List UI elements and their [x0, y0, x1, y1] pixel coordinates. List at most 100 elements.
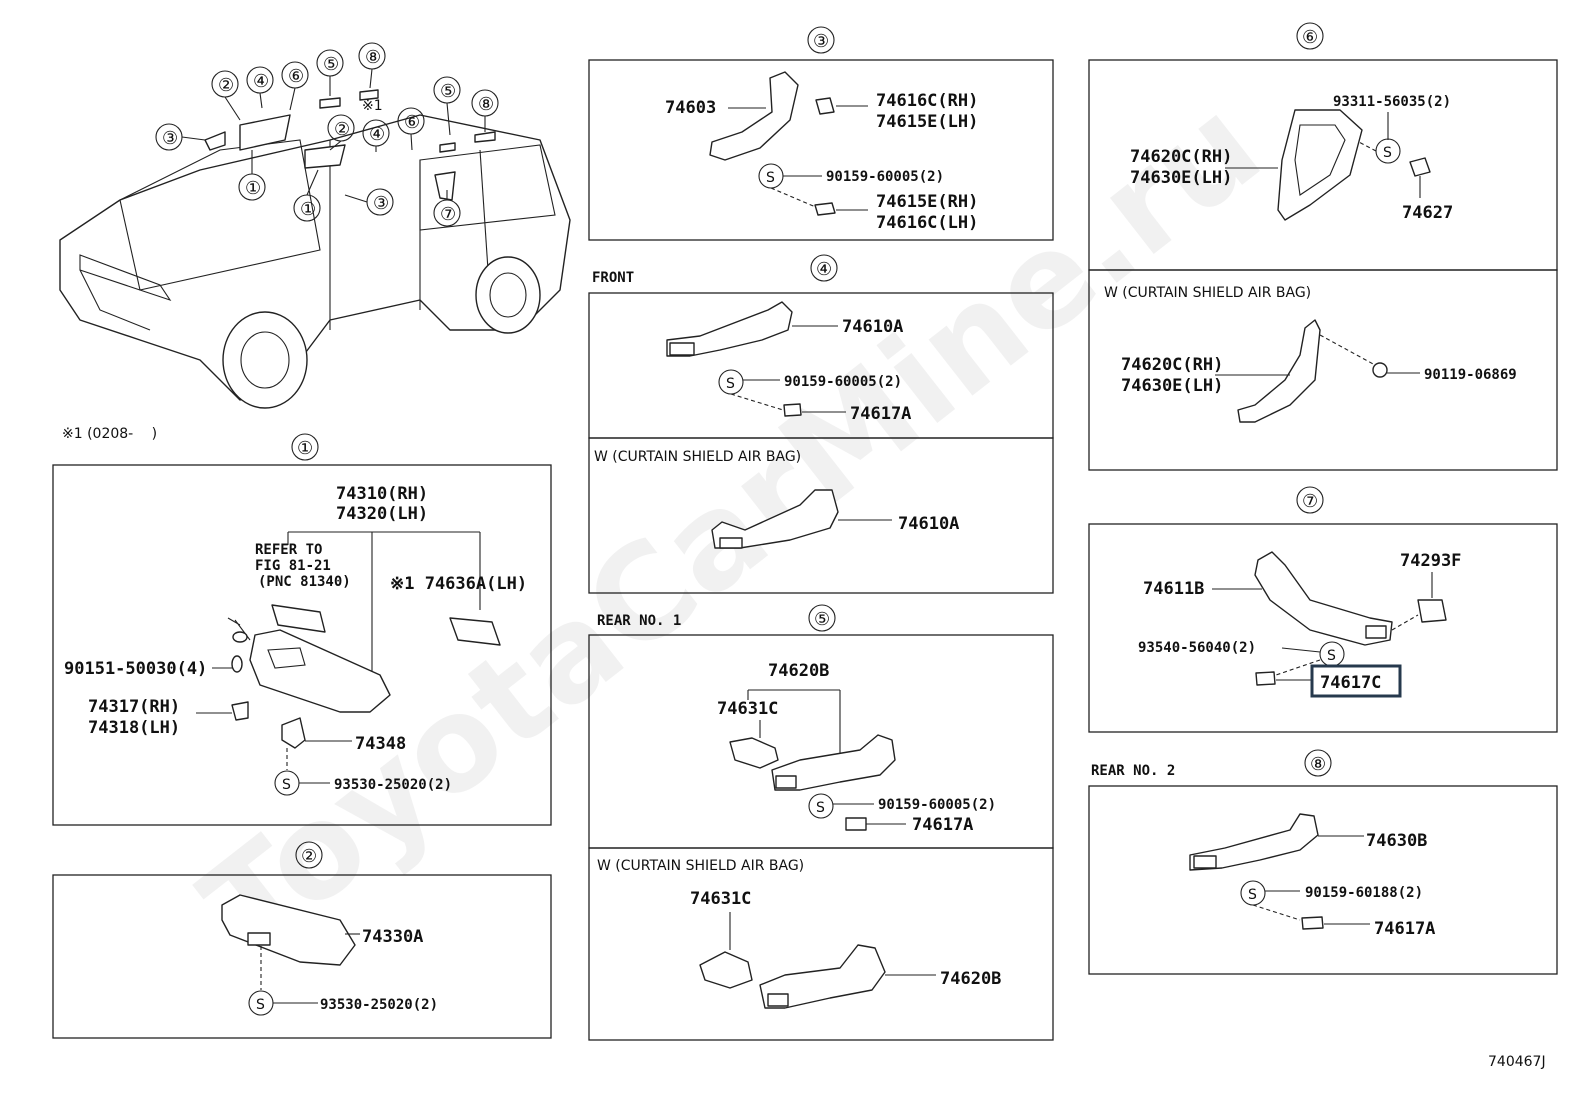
part-74627: 74627: [1402, 203, 1453, 223]
section-8-header: REAR NO. 2: [1091, 763, 1175, 779]
overview-callouts: ② ④ ⑥ ⑤ ⑧ ※1 ③ ① ② ④ ⑥ ⑤ ⑧ ① ③ ⑦: [155, 42, 499, 227]
part-74616C-rh: 74616C(RH): [876, 91, 978, 111]
highlight-box: [1310, 664, 1402, 698]
section-5-sub-header: W (CURTAIN SHIELD AIR BAG): [597, 858, 804, 874]
part-74610A-airbag: 74610A: [898, 514, 959, 534]
section-3-number: ③: [813, 31, 829, 52]
footnote-1: ※1 (0208- ): [62, 426, 157, 442]
section-7: ⑦ 74293F 74611B 93540-56040(2) S 74617C: [1088, 486, 1558, 733]
part-74617A-rear1: 74617A: [912, 815, 973, 835]
section-4-header: FRONT: [592, 270, 634, 286]
callout-7: ⑦: [440, 204, 456, 225]
part-74611B: 74611B: [1143, 579, 1204, 599]
part-74318: 74318(LH): [88, 718, 180, 738]
part-90159-60188: 90159-60188(2): [1305, 885, 1423, 901]
grip-bracket-5-airbag: [699, 951, 753, 989]
callout-1b: ①: [300, 199, 316, 220]
callout-3: ③: [162, 128, 178, 149]
callout-6b: ⑥: [404, 112, 420, 133]
screw-icon-8: S: [1248, 887, 1257, 903]
part-90119-06869: 90119-06869: [1424, 367, 1517, 383]
part-74617A-rear2: 74617A: [1374, 919, 1435, 939]
grip-cap-7: [1417, 599, 1447, 623]
section-5: ⑤ REAR NO. 1 74620B 74631C S 90159-60005…: [588, 604, 1054, 1041]
part-74630E-lh-airbag: 74630E(LH): [1121, 376, 1223, 396]
callout-1: ①: [245, 178, 261, 199]
section-5-number: ⑤: [814, 609, 830, 630]
callout-2b: ②: [334, 119, 350, 140]
section-7-number: ⑦: [1302, 491, 1318, 512]
part-74610A-front: 74610A: [842, 317, 903, 337]
assist-grip-4: [666, 301, 793, 357]
screw-icon-7: S: [1327, 648, 1336, 664]
screw-icon: S: [282, 777, 291, 793]
section-4-sub-header: W (CURTAIN SHIELD AIR BAG): [594, 449, 801, 465]
section-5-header: REAR NO. 1: [597, 613, 681, 629]
part-74320: 74320(LH): [336, 504, 428, 524]
part-74631C: 74631C: [717, 699, 778, 719]
callout-8b: ⑧: [478, 94, 494, 115]
part-74620B-airbag: 74620B: [940, 969, 1001, 989]
part-74630B: 74630B: [1366, 831, 1427, 851]
grip-bracket-5: [729, 737, 779, 769]
part-74348: 74348: [355, 734, 406, 754]
assist-grip-6-airbag: [1237, 319, 1321, 423]
screw-icon-2: S: [256, 997, 265, 1013]
callout-4b: ④: [369, 124, 385, 145]
part-93311-56035: 93311-56035(2): [1333, 94, 1451, 110]
screw-icon-6: S: [1383, 145, 1392, 161]
refer-pnc: (PNC 81340): [258, 574, 351, 590]
vehicle-overview: [59, 89, 571, 409]
part-74293F: 74293F: [1400, 551, 1461, 571]
vanity-mirror-rh: [449, 617, 501, 646]
part-90159-60005-s3: 90159-60005(2): [826, 169, 944, 185]
sun-visor-2: [221, 894, 356, 966]
part-93530-25020-s2: 93530-25020(2): [320, 997, 438, 1013]
section-8-number: ⑧: [1310, 754, 1326, 775]
part-90151-50030: 90151-50030(4): [64, 659, 207, 679]
callout-6: ⑥: [288, 66, 304, 87]
section-3: ③ 74603 74616C(RH) 74615E(LH) S 90159-60…: [588, 26, 1054, 241]
part-74620C-rh: 74620C(RH): [1130, 147, 1232, 167]
part-74615E-lh: 74615E(LH): [876, 112, 978, 132]
callout-note-1: ※1: [362, 98, 383, 114]
part-90159-60005-s4: 90159-60005(2): [784, 374, 902, 390]
part-74617C[interactable]: 74617C: [1320, 673, 1381, 693]
section-1: ① 74310(RH) 74320(LH) REFER TO FIG 81-21…: [52, 433, 552, 826]
assist-grip-5-airbag: [759, 944, 886, 1009]
callout-5b: ⑤: [440, 81, 456, 102]
assist-grip-5: [771, 734, 896, 791]
screw-icon-3: S: [766, 170, 775, 186]
part-74317: 74317(RH): [88, 697, 180, 717]
section-1-number: ①: [297, 438, 313, 459]
part-74636A: ※1 74636A(LH): [390, 574, 527, 594]
refer-fig: FIG 81-21: [255, 558, 331, 574]
assist-grip-6: [1277, 109, 1363, 221]
part-74615E-rh: 74615E(RH): [876, 192, 978, 212]
part-90159-60005-s5: 90159-60005(2): [878, 797, 996, 813]
visor-vanity-mirror: [271, 604, 326, 633]
section-4-number: ④: [816, 259, 832, 280]
part-93530-25020-s1: 93530-25020(2): [334, 777, 452, 793]
part-74617A-front: 74617A: [850, 404, 911, 424]
sun-visor: [249, 629, 391, 713]
visor-bracket: [281, 717, 306, 749]
section-8: ⑧ REAR NO. 2 74630B S 90159-60188(2) 746…: [1088, 749, 1558, 975]
visor-holder: [231, 701, 249, 721]
refer-to: REFER TO: [255, 542, 322, 558]
callout-5: ⑤: [323, 54, 339, 75]
part-74620B: 74620B: [768, 661, 829, 681]
section-6-sub-header: W (CURTAIN SHIELD AIR BAG): [1104, 285, 1311, 301]
part-74330A: 74330A: [362, 927, 423, 947]
part-74631C-airbag: 74631C: [690, 889, 751, 909]
part-74616C-lh: 74616C(LH): [876, 213, 978, 233]
callout-4: ④: [253, 71, 269, 92]
section-6: ⑥ 93311-56035(2) S 74620C(RH) 74630E(LH)…: [1088, 22, 1558, 471]
part-93540-56040: 93540-56040(2): [1138, 640, 1256, 656]
part-74630E-lh: 74630E(LH): [1130, 168, 1232, 188]
callout-2: ②: [218, 75, 234, 96]
callout-8: ⑧: [365, 47, 381, 68]
section-6-number: ⑥: [1302, 27, 1318, 48]
section-2: ② 74330A S 93530-25020(2): [52, 841, 552, 1039]
